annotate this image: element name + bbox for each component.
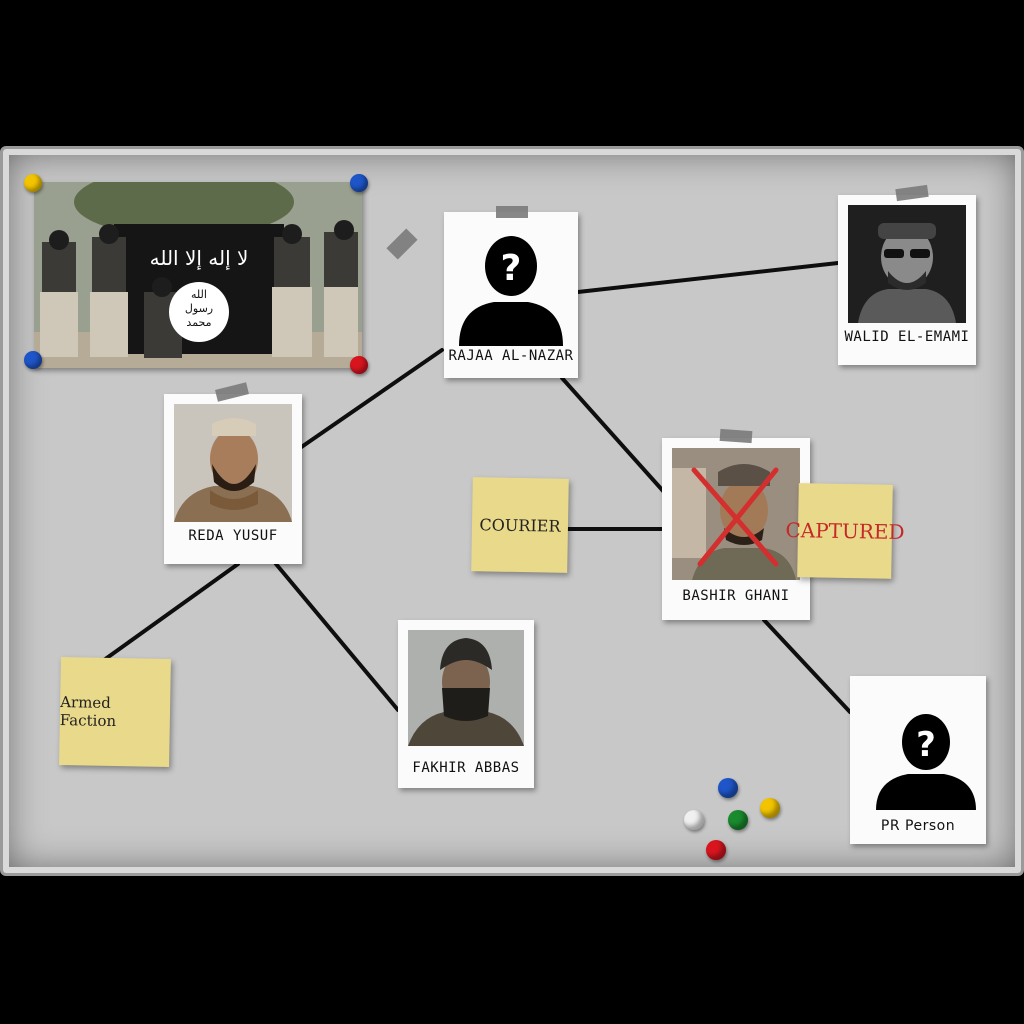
captured-cross-icon <box>691 467 779 567</box>
reda-portrait <box>174 404 292 522</box>
pin-red <box>350 356 368 374</box>
bashir-portrait <box>672 448 800 580</box>
bottom-letterbox <box>0 876 1024 1024</box>
suspect-name: WALID EL-EMAMI <box>844 329 970 345</box>
unknown-person-icon: ? <box>860 686 976 810</box>
suspect-card-rajaa[interactable]: ? RAJAA AL-NAZAR <box>444 206 578 378</box>
flag-seal-text-3: محمد <box>186 316 212 329</box>
unknown-person-icon: ? <box>454 222 568 346</box>
magnet-yellow[interactable] <box>760 798 780 818</box>
suspect-name: REDA YUSUF <box>188 528 278 544</box>
svg-text:?: ? <box>501 248 522 289</box>
suspect-card-pr-person[interactable]: ? PR Person <box>850 676 986 844</box>
pin-blue <box>350 174 368 192</box>
suspect-name: BASHIR GHANI <box>682 588 790 604</box>
pin-blue <box>24 351 42 369</box>
note-captured[interactable]: CAPTURED <box>785 483 905 579</box>
flag-seal-text-1: الله <box>191 288 207 301</box>
suspect-card-bashir[interactable]: BASHIR GHANI <box>662 428 810 620</box>
tape <box>496 206 528 218</box>
magnet-blue[interactable] <box>718 778 738 798</box>
flag-shahada-text: لا إله إلا الله <box>149 246 249 270</box>
top-letterbox <box>0 0 1024 146</box>
note-courier[interactable]: COURIER <box>471 477 569 573</box>
fakhir-portrait <box>408 630 524 746</box>
group-photo[interactable]: لا إله إلا الله الله رسول محمد <box>34 182 362 368</box>
tape <box>719 428 753 444</box>
suspect-name: FAKHIR ABBAS <box>412 760 520 776</box>
magnet-red[interactable] <box>706 840 726 860</box>
suspect-name: RAJAA AL-NAZAR <box>448 348 574 364</box>
group-photo-image <box>34 182 362 368</box>
svg-text:?: ? <box>916 725 936 765</box>
suspect-card-fakhir[interactable]: FAKHIR ABBAS <box>398 620 534 788</box>
walid-portrait <box>848 205 966 323</box>
flag-seal-text-2: رسول <box>184 302 214 315</box>
suspect-card-reda[interactable]: REDA YUSUF <box>164 382 302 564</box>
note-armed-faction[interactable]: Armed Faction <box>59 657 171 767</box>
suspect-card-walid[interactable]: WALID EL-EMAMI <box>838 184 976 365</box>
magnet-white[interactable] <box>684 810 704 830</box>
suspect-name: PR Person <box>880 818 956 834</box>
magnet-green[interactable] <box>728 810 748 830</box>
pin-yellow <box>24 174 42 192</box>
